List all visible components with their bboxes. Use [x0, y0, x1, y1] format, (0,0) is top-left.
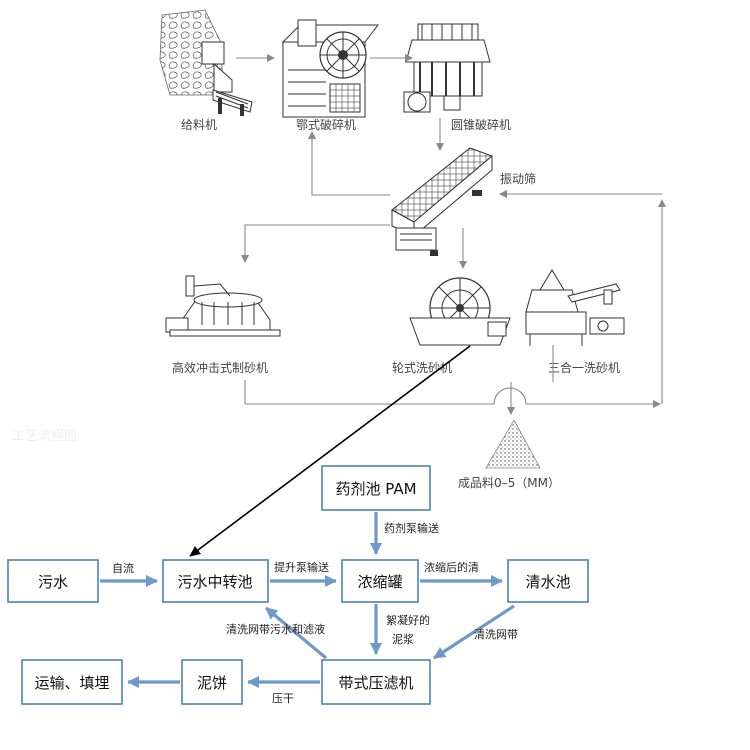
three-in-one-washer-illustration — [525, 269, 625, 346]
lift-pump-label: 提升泵输送 — [274, 560, 329, 574]
clear-pool-node — [507, 559, 589, 603]
impact-sand-maker-label: 高效冲击式制砂机 — [172, 360, 268, 375]
transfer-tank-text: 污水中转池 — [177, 573, 252, 591]
flocculated-label-2: 泥浆 — [392, 632, 414, 646]
three-in-one-washer-label: 三合一洗砂机 — [548, 360, 620, 375]
jaw-crusher-label: 鄂式破碎机 — [296, 117, 356, 132]
jaw-crusher-illustration — [281, 19, 380, 118]
transfer-tank-node — [162, 559, 269, 603]
belt-filter-text: 带式压滤机 — [338, 674, 413, 692]
transport-text: 运输、填埋 — [34, 674, 109, 692]
feeder-illustration — [159, 9, 253, 116]
vibrating-screen-illustration — [391, 147, 493, 256]
wash-sewage-filtrate-label: 清洗网带污水和滤液 — [226, 622, 325, 636]
vibrating-screen-label: 振动筛 — [500, 171, 536, 186]
thickener-text: 浓缩罐 — [357, 573, 402, 591]
reagent-tank-node — [321, 465, 431, 511]
crushing-flow-lines — [236, 54, 666, 415]
reagent-tank-text: 药剂池 PAM — [335, 480, 416, 498]
thickener-node — [341, 559, 419, 603]
wash-belt-label: 清洗网带 — [474, 628, 518, 641]
belt-filter-node — [321, 659, 431, 705]
water-flow-arrows — [100, 512, 515, 688]
watermark-text: 工艺流程图 — [12, 429, 77, 444]
wheel-sand-washer-illustration — [409, 277, 511, 346]
concentrate-clear-label: 浓缩后的清 — [424, 560, 479, 574]
transport-node — [21, 659, 123, 705]
flocculated-label-1: 絮凝好的 — [386, 613, 430, 627]
impact-sand-maker-illustration — [165, 275, 281, 337]
clear-pool-text: 清水池 — [525, 573, 570, 591]
mud-cake-node — [181, 659, 243, 705]
cone-crusher-illustration — [403, 23, 491, 113]
sewage-transfer-line — [189, 345, 471, 557]
product-label: 成品料0–5（MM） — [458, 476, 560, 490]
press-dry-label: 压干 — [272, 692, 294, 705]
sewage-node — [7, 559, 99, 603]
mud-cake-text: 泥饼 — [197, 674, 227, 692]
product-pile-illustration — [485, 419, 541, 469]
cone-crusher-label: 圆锥破碎机 — [451, 117, 511, 132]
feeder-label: 给料机 — [181, 118, 217, 132]
gravity-flow-label: 自流 — [112, 561, 134, 575]
reagent-pump-label: 药剂泵输送 — [384, 521, 439, 535]
wheel-sand-washer-label: 轮式洗砂机 — [392, 361, 452, 375]
sewage-text: 污水 — [38, 573, 68, 591]
